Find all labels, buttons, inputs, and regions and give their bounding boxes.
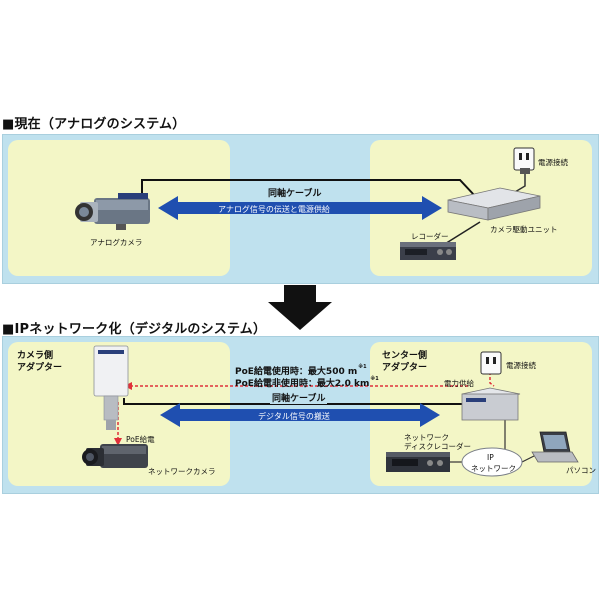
analog-camera-label: アナログカメラ	[90, 238, 143, 247]
recorder-label: レコーダー	[411, 232, 449, 241]
transition-arrow	[268, 285, 332, 330]
poe-arrowhead-down	[114, 438, 122, 446]
ip-network-label-line2: ネットワーク	[471, 464, 516, 473]
camera-adapter-label-line2: アダプター	[17, 363, 63, 373]
pc-network-line	[521, 454, 537, 463]
poe-supply-label: PoE給電	[126, 435, 155, 444]
camera-drive-unit-label: カメラ駆動ユニット	[490, 225, 558, 234]
analog-power-label: 電源接続	[538, 158, 568, 167]
analog-arrow-text: アナログ信号の伝送と電源供給	[218, 205, 330, 214]
ip-network-cloud-icon	[461, 447, 523, 477]
poe-range-line1: PoE給電使用時：最大500 m※1	[235, 364, 367, 377]
pc-label: パソコン	[566, 466, 596, 475]
ip-power-connection-label: 電源接続	[506, 361, 536, 370]
ip-cable-label: 同軸ケーブル	[270, 391, 328, 404]
power-supply-label: 電力供給	[444, 379, 474, 388]
center-adapter-label-line2: アダプター	[382, 363, 428, 373]
ip-system-heading: ■IPネットワーク化（デジタルのシステム）	[2, 322, 267, 337]
camera-adapter-label-line1: カメラ側	[17, 351, 54, 361]
center-adapter-icon	[461, 387, 521, 421]
power-outlet-icon	[513, 147, 535, 174]
analog-camera-icon	[75, 193, 150, 230]
analog-cable-label: 同軸ケーブル	[268, 189, 322, 199]
ip-power-outlet-icon	[480, 351, 502, 375]
power-supply-dashed-line	[489, 372, 495, 387]
center-adapter-label-line1: センター側	[382, 351, 428, 361]
ip-coax-cable-line	[123, 398, 468, 405]
poe-range-line2: PoE給電非使用時：最大2.0 km※1	[235, 376, 379, 389]
digital-signal-arrow	[160, 403, 440, 427]
network-camera-icon	[82, 444, 148, 468]
recorder-icon	[400, 242, 456, 260]
analog-signal-arrow	[158, 196, 442, 220]
network-disk-recorder-icon	[386, 452, 450, 472]
network-camera-label: ネットワークカメラ	[148, 467, 216, 476]
ndr-label-line2: ディスクレコーダー	[404, 442, 471, 451]
analog-system-heading: ■現在（アナログのシステム）	[2, 117, 186, 132]
pc-laptop-icon	[531, 431, 579, 463]
camera-adapter-icon	[93, 345, 129, 430]
ip-arrow-text: デジタル信号の搬送	[258, 412, 330, 421]
camera-drive-unit-icon	[447, 187, 541, 221]
ip-network-label-line1: IP	[487, 453, 494, 462]
ndr-label-line1: ネットワーク	[404, 433, 449, 442]
